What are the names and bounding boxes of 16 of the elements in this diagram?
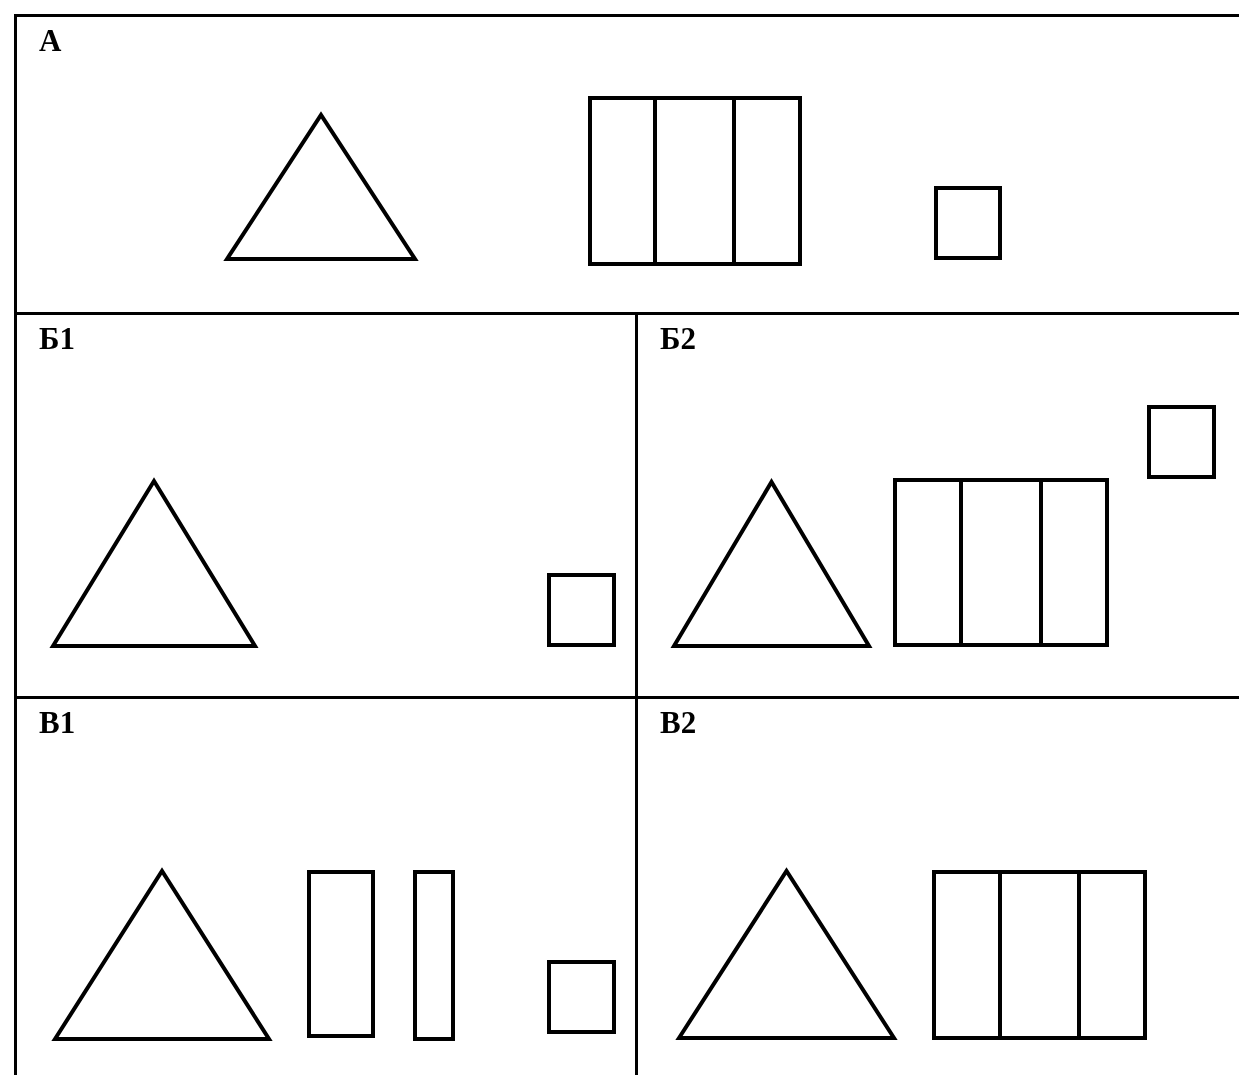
- rectangle-shape: [413, 870, 455, 1041]
- rectangle-shape: [1147, 405, 1216, 479]
- rectangle-shape: [934, 186, 1002, 260]
- rectangle-shape: [547, 960, 616, 1034]
- table-cell: [14, 14, 1239, 315]
- rectangle-shape: [307, 870, 375, 1038]
- table-cell: [635, 312, 1239, 699]
- panel-label: А: [39, 25, 62, 56]
- panel-label: В1: [39, 707, 76, 738]
- panel-label: Б1: [39, 323, 75, 354]
- table-cell: [635, 696, 1239, 1075]
- rectangle-shape: [547, 573, 616, 647]
- panel-label: Б2: [660, 323, 696, 354]
- table-cell: [14, 312, 638, 699]
- table-cell: [14, 696, 638, 1075]
- panel-label: В2: [660, 707, 697, 738]
